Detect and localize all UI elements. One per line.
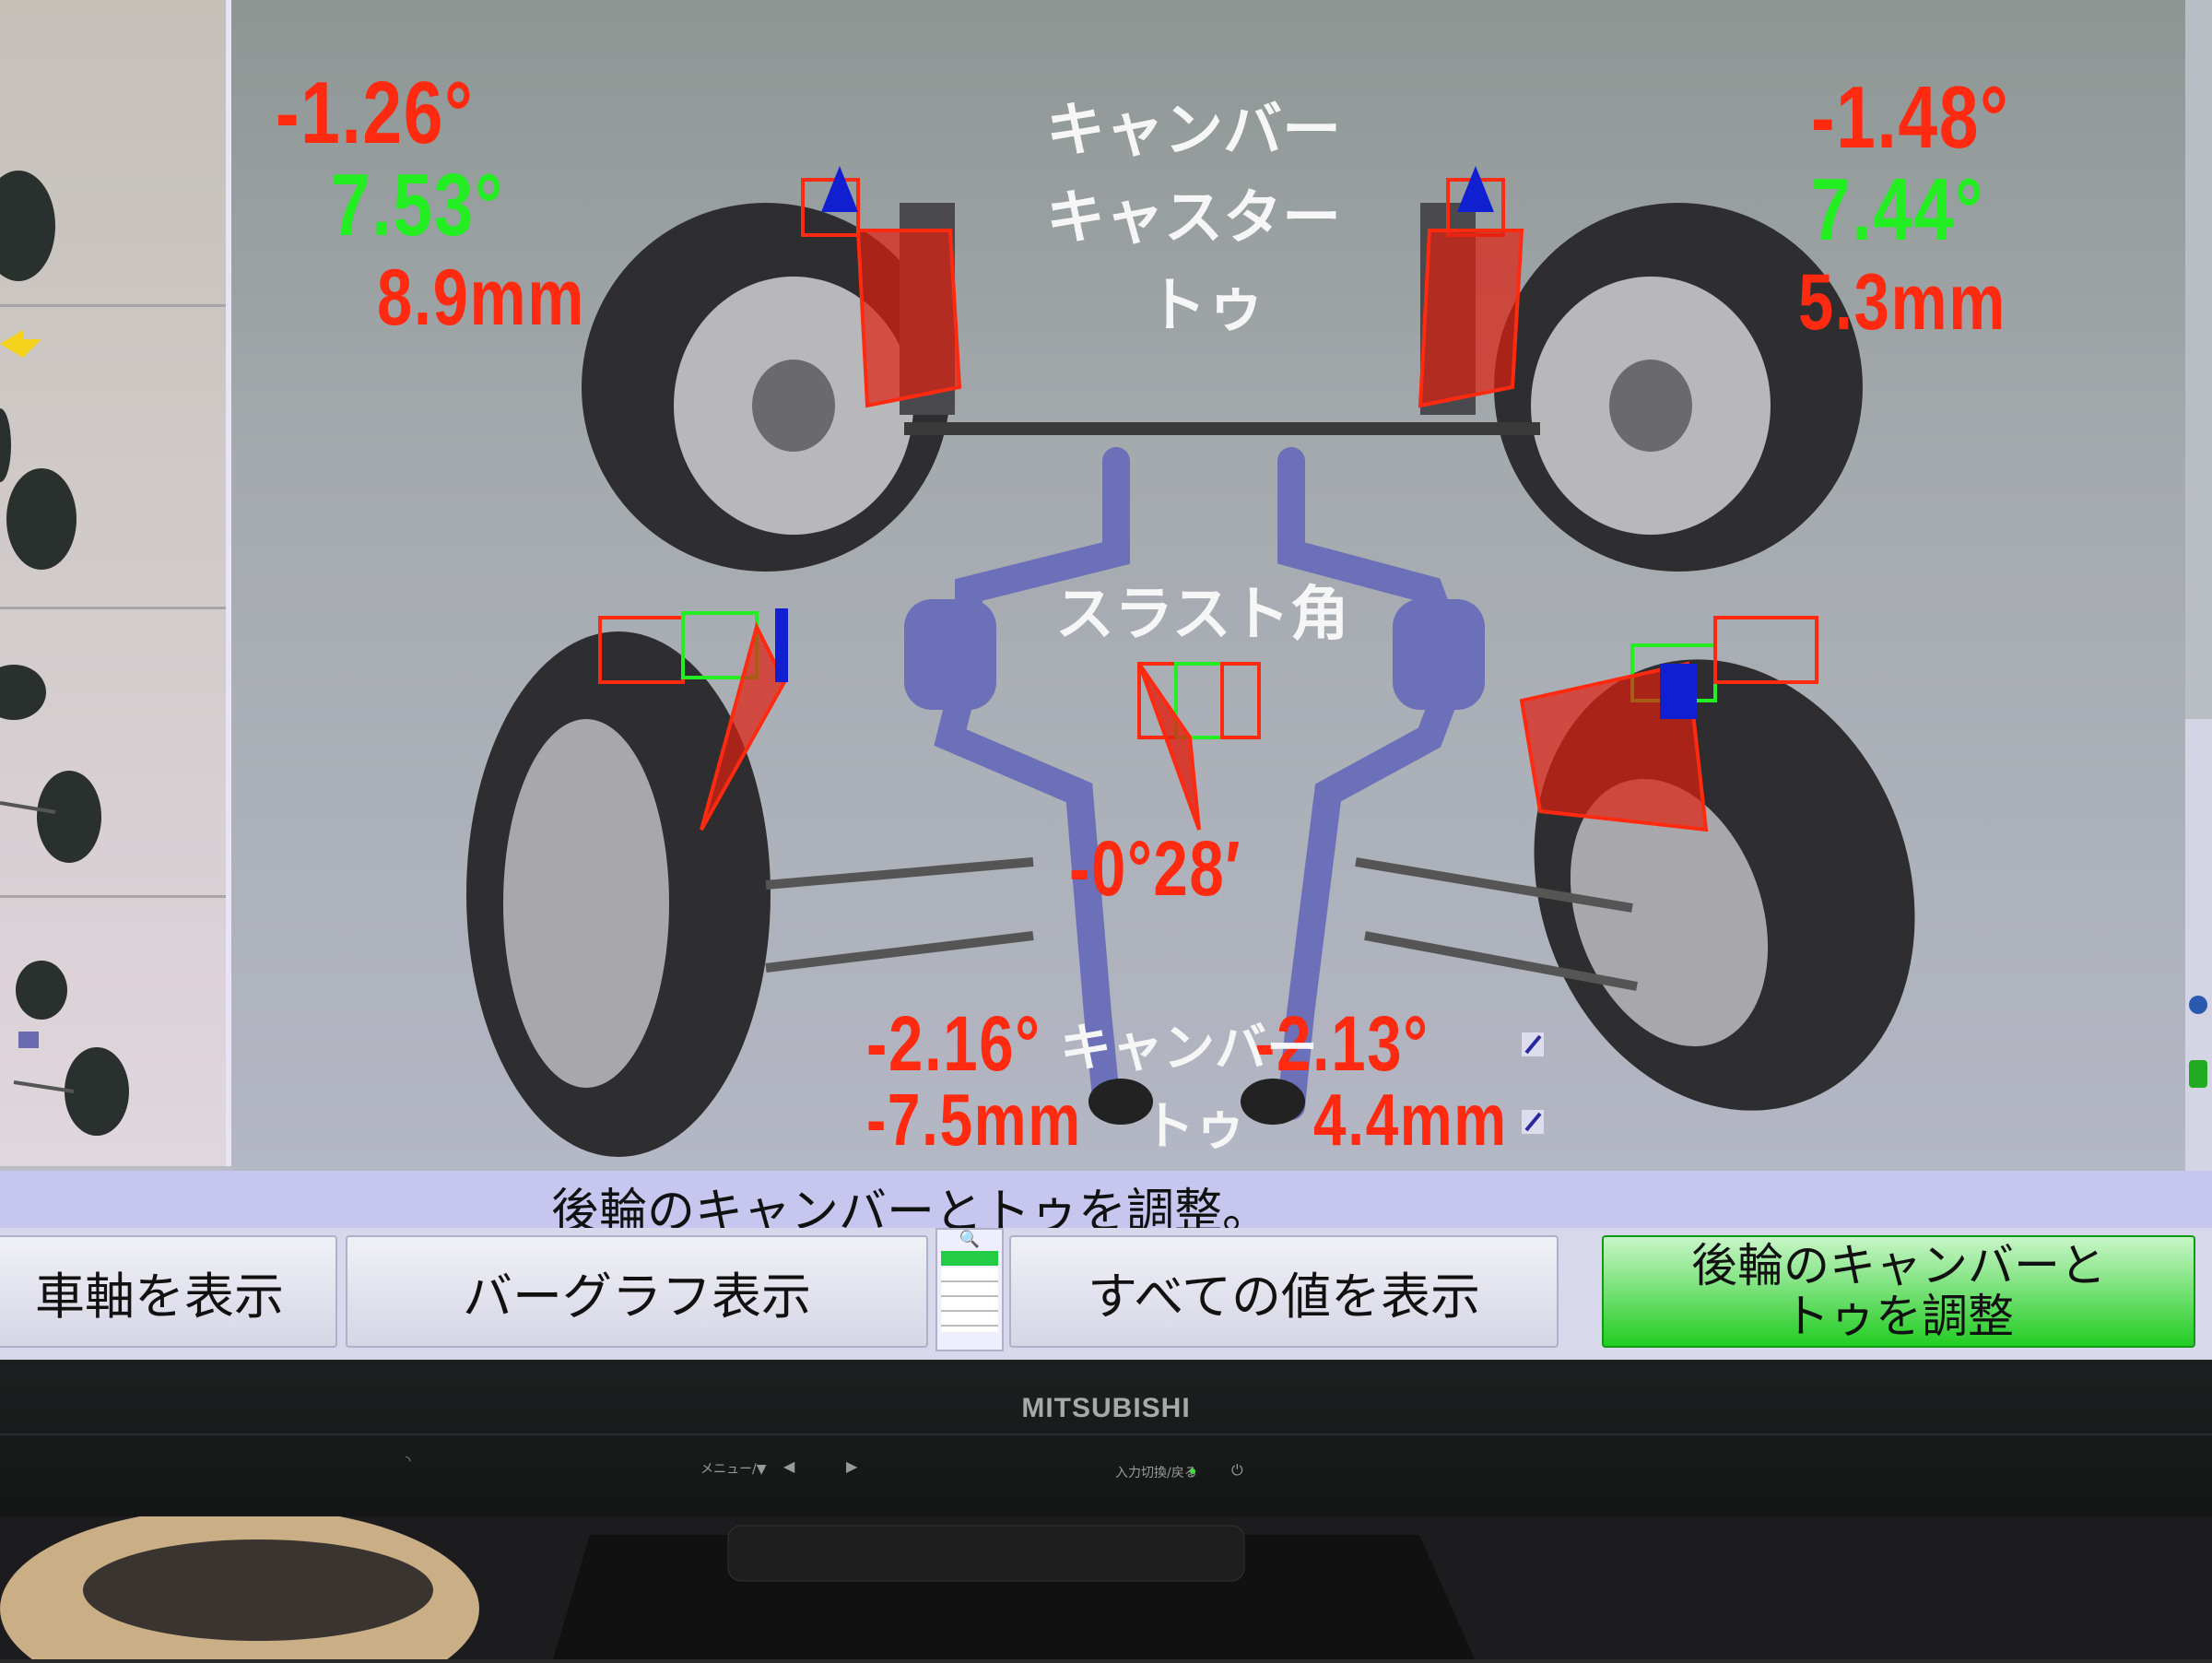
vehicle-icon[interactable] bbox=[2189, 1060, 2207, 1088]
sidebar-step-1[interactable] bbox=[0, 0, 226, 307]
rear-right-wheel bbox=[1534, 659, 1915, 1111]
input-switch-button[interactable]: 入力切換/戻る bbox=[1115, 1466, 1197, 1480]
alignment-targets bbox=[598, 166, 1818, 832]
show-axle-button[interactable]: 車軸を表示 bbox=[0, 1235, 337, 1348]
front-axle-icon bbox=[0, 665, 101, 863]
show-axle-label: 車軸を表示 bbox=[35, 1267, 284, 1326]
suspension-illustration bbox=[466, 166, 1915, 1157]
rear-toe-label: トゥ bbox=[1143, 1097, 1246, 1157]
monitor-stand-and-tape bbox=[0, 1507, 1475, 1663]
bar-graph-button[interactable]: バーグラフ表示 bbox=[346, 1235, 928, 1348]
front-right-caster-value: 7.44° bbox=[1811, 160, 1985, 259]
rear-camber-wrench-icon[interactable] bbox=[1522, 1032, 1544, 1056]
rear-axle-icon bbox=[13, 961, 129, 1136]
desk-area bbox=[0, 1507, 2212, 1663]
rear-right-toe-value: 4.4mm bbox=[1313, 1079, 1508, 1161]
bezel-divider bbox=[0, 1433, 2212, 1435]
menu-button[interactable]: メニュー/▼ bbox=[700, 1462, 767, 1477]
front-left-toe-value: 8.9mm bbox=[377, 254, 585, 342]
show-all-values-button[interactable]: すべての値を表示 bbox=[1009, 1235, 1559, 1348]
front-right-camber-value: -1.48° bbox=[1811, 68, 2010, 167]
front-left-wheel bbox=[582, 203, 950, 572]
adjust-rear-label-line1: 後輪のキャンバーと bbox=[1691, 1239, 2106, 1292]
rear-toe-wrench-icon[interactable] bbox=[1522, 1110, 1544, 1134]
rear-left-camber-value: -2.16° bbox=[866, 1000, 1041, 1087]
left-tailpipe bbox=[1088, 1079, 1153, 1125]
power-button[interactable]: ⏻ bbox=[1231, 1461, 1243, 1479]
bar-graph-label: バーグラフ表示 bbox=[463, 1267, 811, 1326]
level-bar-fill bbox=[941, 1251, 998, 1266]
adjust-rear-label-line2: トゥを調整 bbox=[1783, 1290, 2014, 1343]
rear-left-wheel bbox=[466, 631, 771, 1157]
monitor-bezel: MITSUBISHI ◝ メニュー/▼ ◀ ▶ 入力切換/戻る ⏻ bbox=[0, 1360, 2212, 1516]
wheel-icon bbox=[0, 171, 55, 281]
sidebar-step-3[interactable] bbox=[0, 609, 226, 898]
status-bar: 後輪のキャンバーとトゥを調整。 bbox=[0, 1171, 2212, 1240]
rear-links bbox=[765, 857, 1638, 991]
thrust-angle-label: スラスト角 bbox=[1055, 581, 1349, 649]
right-arrow-button[interactable]: ▶ bbox=[846, 1457, 858, 1475]
axle-adjust-icon bbox=[0, 330, 76, 570]
right-tailpipe bbox=[1241, 1079, 1305, 1125]
rear-left-toe-value: -7.5mm bbox=[866, 1079, 1082, 1161]
level-bar-empty bbox=[941, 1268, 998, 1332]
globe-icon[interactable] bbox=[2189, 996, 2207, 1014]
adjust-rear-camber-toe-button[interactable]: 後輪のキャンバーと トゥを調整 bbox=[1602, 1235, 2195, 1348]
right-muffler bbox=[1393, 599, 1485, 710]
sidebar-step-2[interactable] bbox=[0, 307, 226, 609]
rear-camber-label: キャンバー bbox=[1060, 1019, 1318, 1079]
alignment-screen: -1.26° 7.53° 8.9mm キャンバー キャスター トゥ -1.48°… bbox=[0, 0, 2212, 1360]
front-caster-label: キャスター bbox=[1046, 184, 1341, 253]
3d-vehicle-view: -1.26° 7.53° 8.9mm キャンバー キャスター トゥ -1.48°… bbox=[231, 0, 2185, 1171]
front-camber-label: キャンバー bbox=[1046, 97, 1341, 165]
right-toolbar bbox=[2185, 719, 2212, 1171]
front-right-toe-value: 5.3mm bbox=[1798, 258, 2006, 347]
front-right-wheel bbox=[1494, 203, 1863, 572]
thrust-angle-value: -0°28′ bbox=[1069, 825, 1242, 912]
headphone-icon: ◝ bbox=[406, 1454, 411, 1468]
power-led bbox=[1190, 1468, 1195, 1474]
step-sidebar bbox=[0, 0, 231, 1166]
front-left-camber-value: -1.26° bbox=[276, 64, 475, 162]
front-toe-label: トゥ bbox=[1147, 272, 1265, 340]
show-all-values-label: すべての値を表示 bbox=[1087, 1267, 1481, 1326]
left-muffler bbox=[904, 599, 996, 710]
monitor-brand-logo: MITSUBISHI bbox=[1021, 1393, 1191, 1423]
button-bar: 車軸を表示 バーグラフ表示 🔍 すべての値を表示 後輪のキャンバーと トゥを調整 bbox=[0, 1228, 2212, 1360]
front-left-caster-value: 7.53° bbox=[331, 156, 505, 254]
left-arrow-button[interactable]: ◀ bbox=[783, 1457, 795, 1475]
rear-right-camber-value: -2.13° bbox=[1254, 1000, 1430, 1087]
magnifier-icon[interactable]: 🔍 bbox=[959, 1230, 981, 1249]
zoom-bar-widget[interactable]: 🔍 bbox=[935, 1228, 1004, 1351]
sidebar-step-4[interactable] bbox=[0, 898, 226, 1166]
